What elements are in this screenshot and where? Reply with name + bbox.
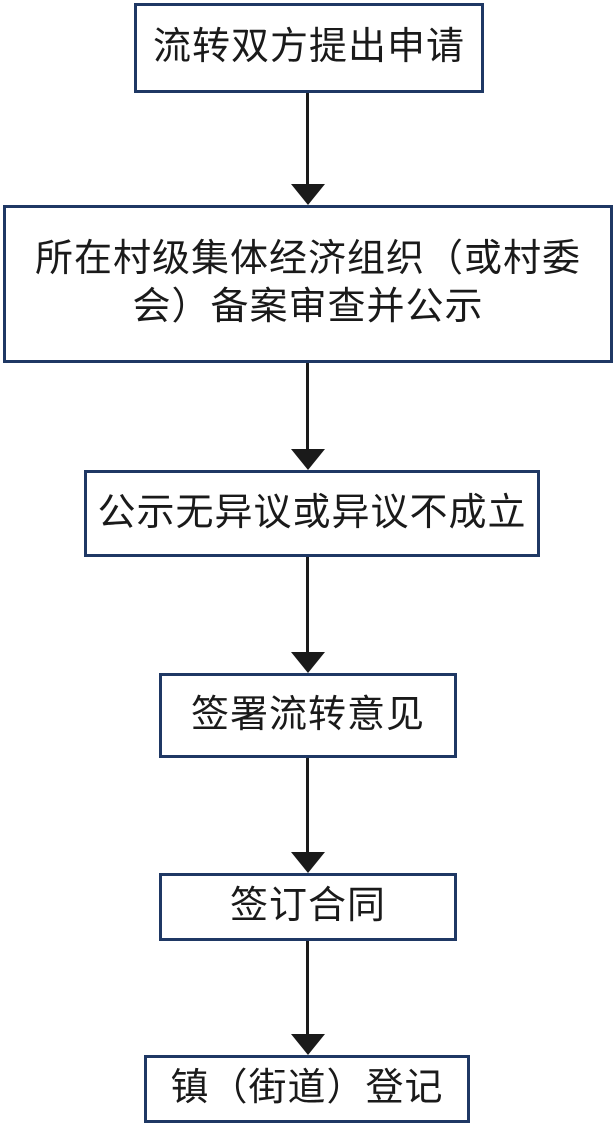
arrow-shaft xyxy=(306,363,309,450)
arrow-shaft xyxy=(306,758,309,853)
flow-node-sign-contract: 签订合同 xyxy=(159,873,457,941)
arrow-head-icon xyxy=(291,652,325,673)
flow-node-sign-opinion: 签署流转意见 xyxy=(159,673,457,758)
arrow-head-icon xyxy=(291,852,325,873)
arrow-shaft xyxy=(306,93,309,185)
flow-node-village-review: 所在村级集体经济组织（或村委会）备案审查并公示 xyxy=(3,205,613,363)
arrow-shaft xyxy=(306,557,309,653)
arrow-head-icon xyxy=(291,184,325,205)
flow-node-label: 公示无异议或异议不成立 xyxy=(97,491,527,534)
flow-node-no-objection: 公示无异议或异议不成立 xyxy=(84,470,540,557)
flow-node-label: 镇（街道）登记 xyxy=(170,1067,444,1110)
flow-node-label: 签署流转意见 xyxy=(190,693,425,736)
arrow-head-icon xyxy=(291,1034,325,1055)
flow-node-label: 签订合同 xyxy=(229,885,386,928)
flow-node-apply: 流转双方提出申请 xyxy=(134,3,484,93)
arrow-head-icon xyxy=(291,449,325,470)
flow-node-label: 流转双方提出申请 xyxy=(152,26,465,69)
flow-node-town-register: 镇（街道）登记 xyxy=(144,1055,470,1123)
arrow-shaft xyxy=(306,941,309,1035)
flow-node-label: 所在村级集体经济组织（或村委会）备案审查并公示 xyxy=(34,238,581,328)
